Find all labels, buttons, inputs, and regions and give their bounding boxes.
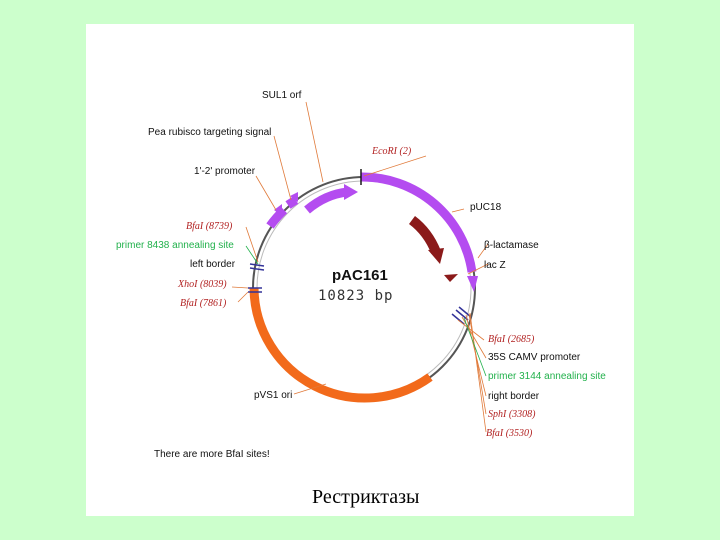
primer-8438-label: primer 8438 annealing site [116,240,234,251]
primer-3144-label: primer 3144 annealing site [488,371,606,382]
right-border-label: right border [488,391,540,402]
puc18-arrowhead [467,276,478,292]
lacz-arrow [444,274,458,282]
more-sites-note: There are more BfaI sites! [154,449,270,460]
left-border-tick [249,267,265,271]
slide-caption: Рестриктазы [312,486,419,508]
puc18-arc [360,172,477,273]
bfai-2685-tick [451,313,465,325]
promoter-arc [285,196,299,209]
left-border-label: left border [190,259,236,270]
plasmid-name: pAC161 [332,267,388,284]
puc18-label: pUC18 [470,202,502,213]
camv-label: 35S CAMV promoter [488,352,581,363]
plasmid-map: SUL1 orf Pea rubisco targeting signal 1'… [116,90,606,508]
bfai-8739-label: BfaI (8739) [186,221,233,232]
camv-tick [455,309,469,321]
pvs1-label: pVS1 ori [254,390,292,401]
plasmid-size: 10823 bp [318,288,393,304]
slide-panel: SUL1 orf Pea rubisco targeting signal 1'… [86,24,634,516]
rubisco-arrowhead [274,204,282,216]
xhoi-label: XhoI (8039) [177,279,227,290]
leader-lines [231,101,489,433]
ecori-label: EcoRI (2) [371,146,412,157]
sphi-label: SphI (3308) [488,409,536,420]
promoter-12-label: 1'-2' promoter [194,166,256,177]
bfai-8739-tick [249,263,265,267]
pvs1-arc [249,287,433,403]
bla-label: β-lactamase [484,240,539,251]
bla-arc [408,216,441,254]
sul1-arrowhead [344,184,358,200]
bfai-7861-label: BfaI (7861) [180,298,227,309]
bfai-2685-label: BfaI (2685) [488,334,535,345]
bfai-3530-label: BfaI (3530) [486,428,533,439]
bla-arrowhead [428,248,444,264]
sul1-arc [304,187,349,214]
rubisco-label: Pea rubisco targeting signal [148,127,271,138]
promoter-arrowhead [290,192,298,202]
lacz-label: lac Z [484,260,506,271]
rubisco-arc [266,206,288,229]
primer-leader-lines [245,245,487,377]
sul1-orf-label: SUL1 orf [262,90,302,101]
